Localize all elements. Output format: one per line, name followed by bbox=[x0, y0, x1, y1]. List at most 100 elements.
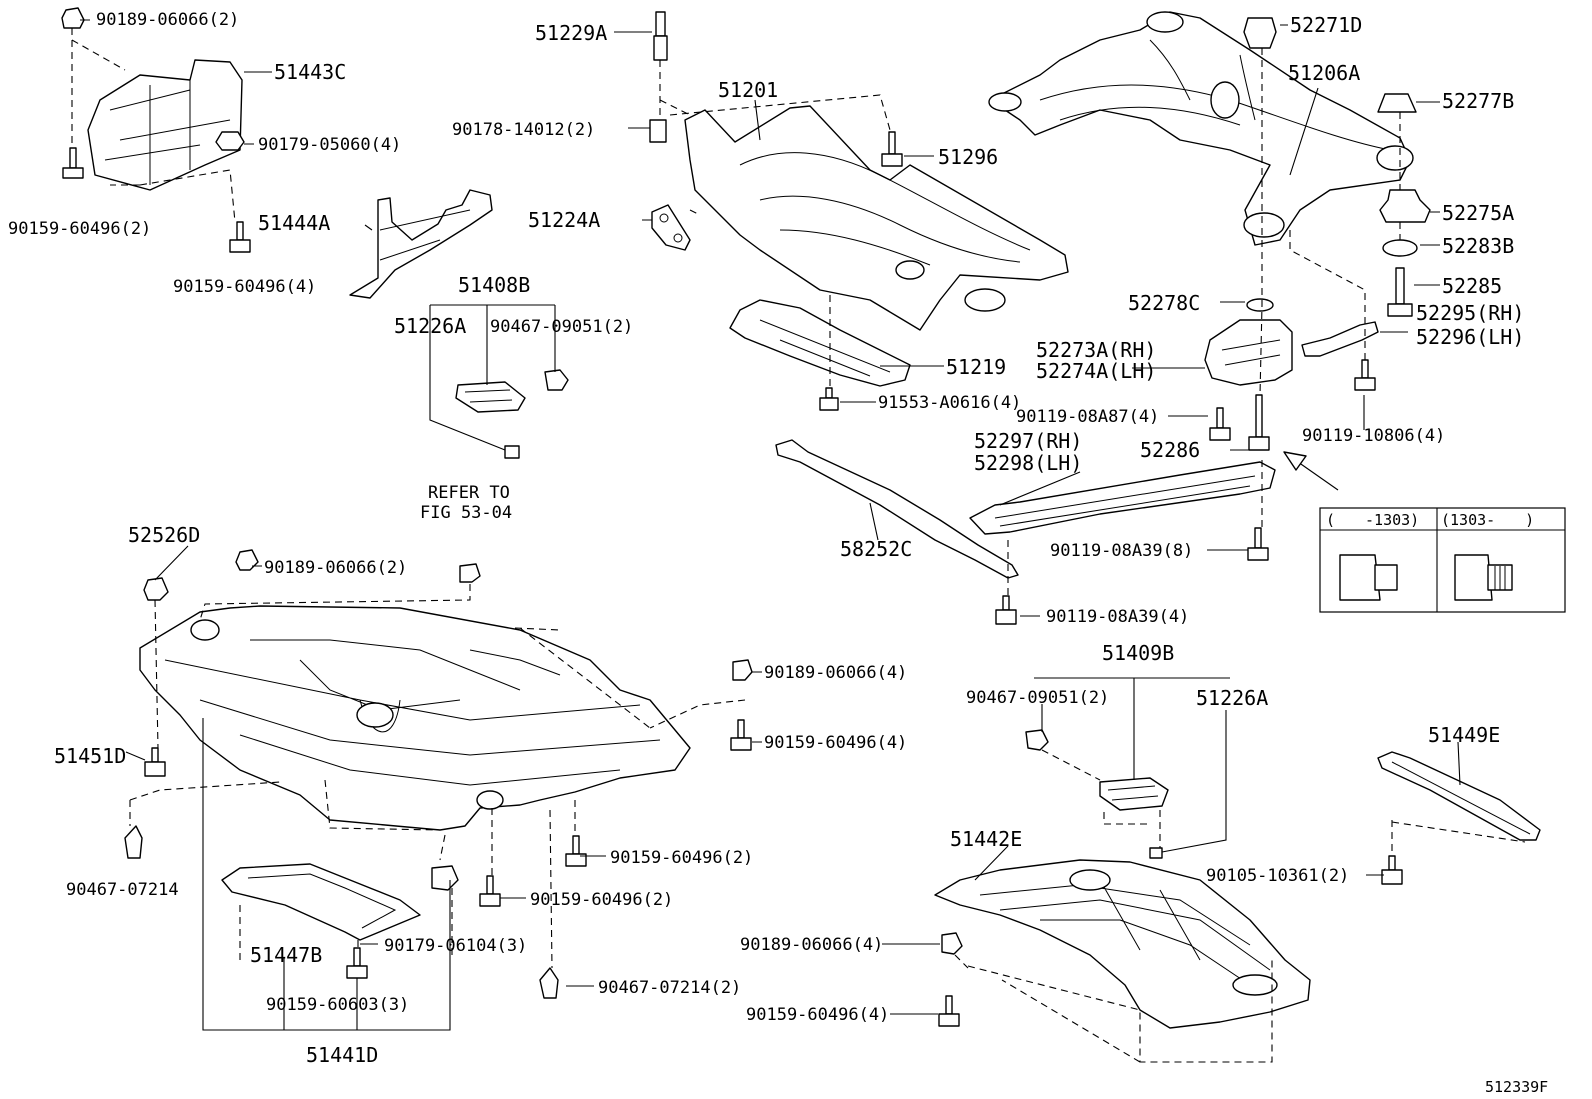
leader-lines bbox=[80, 19, 1461, 1031]
label-52271d: 52271D bbox=[1290, 13, 1362, 37]
label-90189-06066: 90189-06066(4) bbox=[740, 935, 883, 955]
bolt-icon bbox=[1247, 527, 1269, 561]
label-51443c: 51443C bbox=[274, 60, 346, 84]
washer-icon bbox=[1246, 298, 1274, 312]
label-51444a: 51444A bbox=[258, 211, 330, 235]
label-90105-10361: 90105-10361(2) bbox=[1206, 866, 1349, 886]
label-52275a: 52275A bbox=[1442, 201, 1514, 225]
bolt-icon bbox=[819, 387, 839, 411]
bolt-icon bbox=[730, 719, 752, 751]
label-52298-lh: 52298(LH) bbox=[974, 451, 1082, 475]
label-52277b: 52277B bbox=[1442, 89, 1514, 113]
label-52273a-rh: 52273A(RH) bbox=[1036, 338, 1156, 362]
label-52296-lh: 52296(LH) bbox=[1416, 325, 1524, 349]
label-52286: 52286 bbox=[1140, 438, 1200, 462]
part-51449e-rail bbox=[1377, 751, 1541, 841]
label-52274a-lh: 52274A(LH) bbox=[1036, 359, 1156, 383]
bolt-icon bbox=[346, 947, 368, 979]
part-51409b-bracket bbox=[1025, 729, 1169, 859]
inset-box bbox=[1319, 507, 1566, 613]
clip-icon bbox=[459, 563, 481, 583]
label-51447b: 51447B bbox=[250, 943, 322, 967]
refer-to-note: REFER TO bbox=[428, 483, 510, 503]
part-51206a-crossmember bbox=[988, 11, 1414, 246]
label-51449e: 51449E bbox=[1428, 723, 1500, 747]
label-90119-08a87: 90119-08A87(4) bbox=[1016, 407, 1159, 427]
label-51441d: 51441D bbox=[306, 1043, 378, 1067]
label-90119-10806: 90119-10806(4) bbox=[1302, 426, 1445, 446]
bushing-icon bbox=[1243, 17, 1277, 49]
clip-icon bbox=[941, 932, 963, 955]
part-52295-arm bbox=[1301, 321, 1379, 357]
dashed-guides bbox=[71, 28, 1526, 1063]
label-90178-14012: 90178-14012(2) bbox=[452, 120, 595, 140]
bolt-icon bbox=[881, 131, 903, 167]
bolt-icon bbox=[565, 835, 587, 867]
label-58252c: 58252C bbox=[840, 537, 912, 561]
refer-to-figure: FIG 53-04 bbox=[420, 503, 512, 523]
part-51224a-bracket bbox=[651, 204, 691, 251]
label-90119-08a39: 90119-08A39(4) bbox=[1046, 607, 1189, 627]
bolt-icon bbox=[1387, 267, 1413, 317]
nut-icon bbox=[215, 131, 245, 151]
label-51201: 51201 bbox=[718, 78, 778, 102]
clip-icon bbox=[143, 577, 169, 601]
clip-icon bbox=[61, 7, 85, 29]
label-90467-09051: 90467-09051(2) bbox=[490, 317, 633, 337]
part-51444a-shield bbox=[349, 189, 493, 299]
label-52297-rh: 52297(RH) bbox=[974, 429, 1082, 453]
part-51408b-bracket bbox=[455, 369, 569, 459]
bolt-icon bbox=[1248, 394, 1270, 451]
label-51409b: 51409B bbox=[1102, 641, 1174, 665]
label-51296: 51296 bbox=[938, 145, 998, 169]
label-51229a: 51229A bbox=[535, 21, 607, 45]
label-90189-06066: 90189-06066(2) bbox=[96, 10, 239, 30]
label-90159-60496: 90159-60496(4) bbox=[746, 1005, 889, 1025]
label-51224a: 51224A bbox=[528, 208, 600, 232]
label-90179-05060: 90179-05060(4) bbox=[258, 135, 401, 155]
label-90467-09051: 90467-09051(2) bbox=[966, 688, 1109, 708]
label-52295-rh: 52295(RH) bbox=[1416, 301, 1524, 325]
part-51442e-undercover bbox=[934, 859, 1311, 1029]
part-51441d-undercover bbox=[139, 605, 691, 831]
bolt-icon bbox=[62, 147, 84, 179]
bolt-icon bbox=[1354, 359, 1376, 391]
label-90179-06104: 90179-06104(3) bbox=[384, 936, 527, 956]
label-51442e: 51442E bbox=[950, 827, 1022, 851]
label-90159-60496: 90159-60496(4) bbox=[173, 277, 316, 297]
label-91553-a0616: 91553-A0616(4) bbox=[878, 393, 1021, 413]
inset-header-left: ( -1303) bbox=[1326, 511, 1419, 529]
clip-icon bbox=[732, 659, 753, 681]
bolt-icon bbox=[995, 595, 1017, 625]
label-90189-06066: 90189-06066(2) bbox=[264, 558, 407, 578]
label-51451d: 51451D bbox=[54, 744, 126, 768]
label-51219: 51219 bbox=[946, 355, 1006, 379]
label-51408b: 51408B bbox=[458, 273, 530, 297]
labels: 90189-06066(2) 51443C 90179-05060(4) 901… bbox=[8, 10, 1548, 1096]
label-52285: 52285 bbox=[1442, 274, 1502, 298]
part-51447b-plate bbox=[221, 863, 421, 941]
label-90189-06066: 90189-06066(4) bbox=[764, 663, 907, 683]
bolt-icon bbox=[229, 221, 251, 253]
figure-id: 512339F bbox=[1485, 1078, 1548, 1096]
bolt-icon bbox=[1209, 407, 1231, 441]
reference-arrow bbox=[1283, 451, 1339, 491]
bolt-icon bbox=[144, 747, 166, 777]
label-52278c: 52278C bbox=[1128, 291, 1200, 315]
label-52283b: 52283B bbox=[1442, 234, 1514, 258]
label-51226a: 51226A bbox=[1196, 686, 1268, 710]
stud-icon bbox=[649, 11, 668, 143]
part-51443c-shield bbox=[87, 59, 243, 191]
label-90119-08a39: 90119-08A39(8) bbox=[1050, 541, 1193, 561]
bushing-icon bbox=[1379, 189, 1431, 223]
inset-header-right: (1303- ) bbox=[1441, 511, 1534, 529]
washer-icon bbox=[1382, 239, 1418, 257]
washer-icon bbox=[1377, 93, 1417, 113]
bolt-icon bbox=[1381, 855, 1403, 885]
part-58252c-brace bbox=[775, 439, 1019, 579]
label-90467-07214: 90467-07214 bbox=[66, 880, 179, 900]
label-90159-60603: 90159-60603(3) bbox=[266, 995, 409, 1015]
push-clip-icon bbox=[539, 967, 559, 999]
label-90159-60496: 90159-60496(4) bbox=[764, 733, 907, 753]
